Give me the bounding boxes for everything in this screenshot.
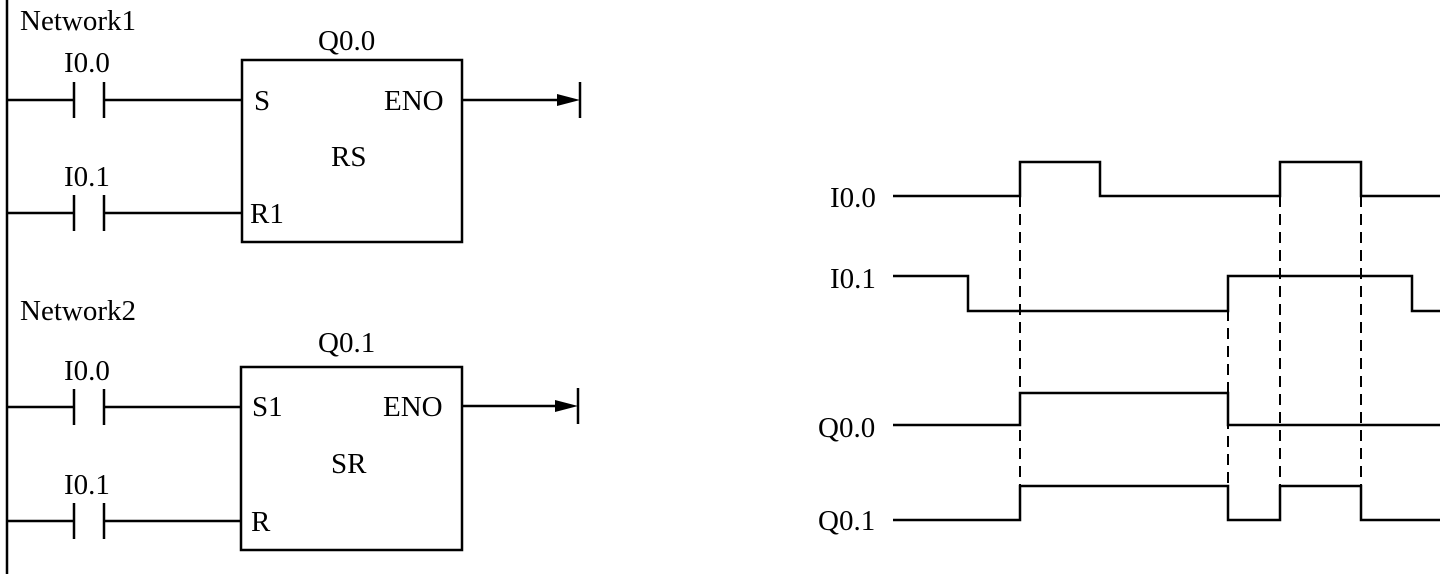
block-input-r: R	[251, 506, 271, 538]
block-input-s: S	[254, 85, 270, 117]
waveform-i0-1	[893, 274, 1440, 313]
waveforms	[893, 160, 1440, 522]
eno-arrow	[462, 388, 580, 424]
network-title: Network2	[20, 295, 136, 327]
signal-label-q0-1: Q0.1	[818, 505, 875, 537]
signal-label-q0-0: Q0.0	[818, 412, 875, 444]
coil-address: Q0.0	[318, 25, 375, 57]
contact-i0-0: I0.0	[7, 355, 241, 425]
block-input-s1: S1	[252, 391, 283, 423]
signal-label-i0-0: I0.0	[830, 182, 876, 214]
waveform-q0-1	[893, 484, 1440, 522]
network-2: Network2 I0.0 I0.1 Q0.1 S1 ENO SR R	[7, 295, 580, 552]
rs-function-block: Q0.0 S ENO RS R1	[240, 25, 464, 244]
block-input-r1: R1	[250, 198, 284, 230]
block-type: RS	[331, 141, 366, 173]
waveform-i0-0	[893, 160, 1440, 198]
eno-arrow	[462, 82, 582, 118]
contact-label: I0.0	[64, 47, 110, 79]
block-type: SR	[331, 448, 367, 480]
signal-label-i0-1: I0.1	[830, 263, 876, 295]
contact-i0-1: I0.1	[7, 161, 242, 231]
block-output-eno: ENO	[384, 85, 444, 117]
contact-i0-1: I0.1	[7, 469, 241, 539]
network-title: Network1	[20, 5, 136, 37]
network-1: Network1 I0.0 I0.1 Q0.0 S ENO RS R1	[7, 5, 582, 244]
contact-label: I0.1	[64, 161, 110, 193]
block-output-eno: ENO	[383, 391, 443, 423]
event-guides	[1019, 196, 1362, 520]
sr-function-block: Q0.1 S1 ENO SR R	[239, 327, 464, 552]
timing-diagram: I0.0 I0.1 Q0.0 Q0.1	[818, 160, 1440, 537]
contact-i0-0: I0.0	[7, 47, 242, 118]
contact-label: I0.0	[64, 355, 110, 387]
coil-address: Q0.1	[318, 327, 375, 359]
waveform-q0-0	[893, 391, 1440, 427]
contact-label: I0.1	[64, 469, 110, 501]
